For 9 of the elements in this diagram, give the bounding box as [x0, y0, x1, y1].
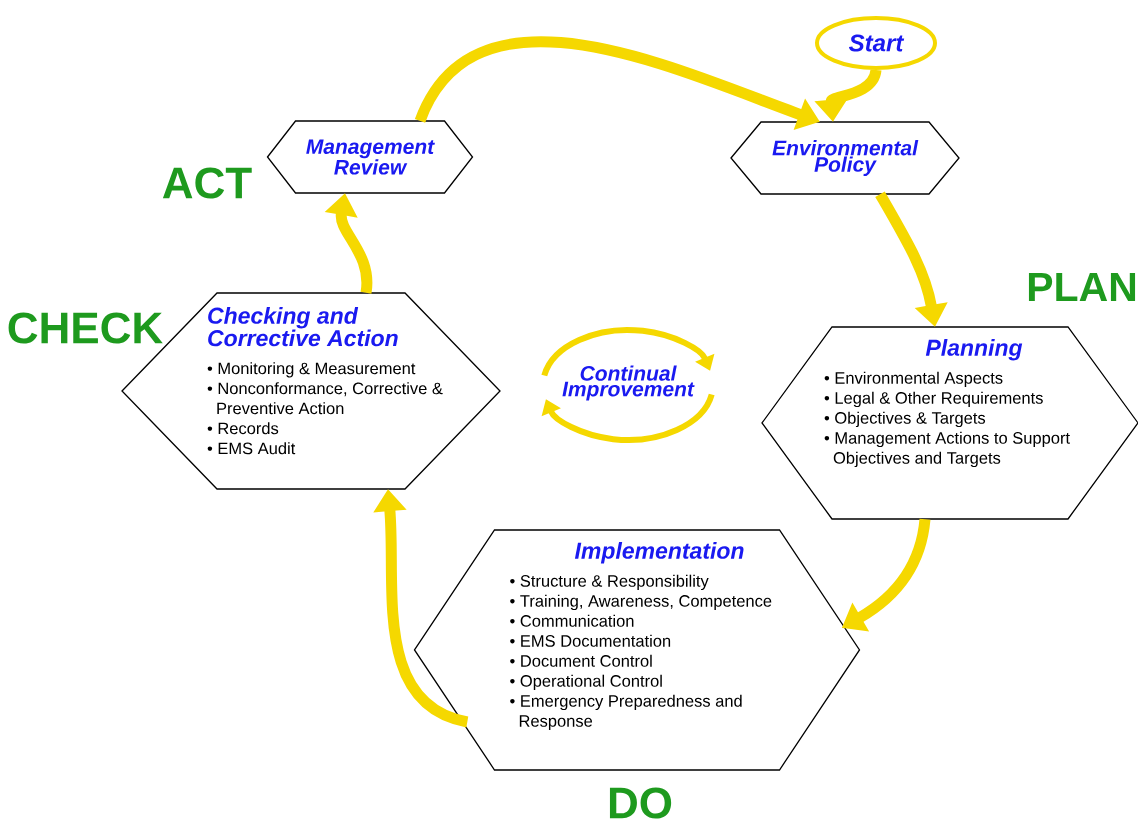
- start-oval: Start: [815, 16, 937, 70]
- phase-label: ACT: [162, 167, 252, 199]
- hexagon-box: Implementation • Structure & Responsibility • Training, Awareness, Competence • Communication • EMS Documentation • Document Control • Operational Control • Emergency Preparedness and Response: [413, 529, 861, 771]
- phase-label: CHECK: [8, 312, 163, 344]
- hexagon-box: Planning • Environmental Aspects • Legal & Other Requirements • Objectives & Targets • Management Actions to Support Objectives and Targets: [761, 326, 1138, 520]
- center-label: Continual Improvement: [562, 365, 695, 401]
- hexagon-box: Environmental Policy: [730, 121, 960, 195]
- phase-label: PLAN: [1028, 272, 1136, 302]
- hexagon-box: Management Review: [266, 120, 474, 194]
